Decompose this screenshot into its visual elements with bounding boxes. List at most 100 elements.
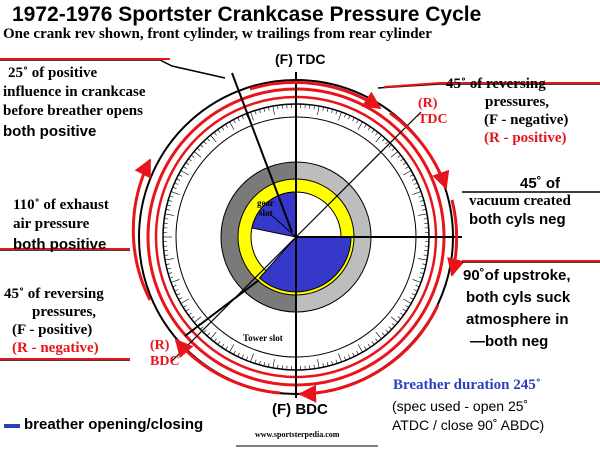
tower-slot-label: Tower slot [243, 333, 283, 343]
degree-tick [367, 343, 371, 348]
degree-tick [390, 151, 399, 158]
red-arrow-left [131, 158, 152, 301]
degree-tick [229, 344, 235, 353]
degree-tick [391, 147, 396, 151]
degree-tick [331, 109, 333, 114]
degree-tick [413, 182, 418, 185]
page-subtitle: One crank rev shown, front cylinder, w t… [3, 26, 432, 42]
lower-right-line3: atmosphere in [466, 311, 569, 328]
lower-right-line2: both cyls suck [466, 289, 571, 306]
degree-tick [322, 363, 324, 368]
degree-tick [326, 362, 329, 367]
f-bdc-label: (F) BDC [272, 401, 328, 418]
degree-tick [233, 350, 236, 355]
degree-tick [338, 353, 342, 363]
degree-tick [206, 137, 210, 142]
degree-tick [419, 200, 424, 202]
degree-tick [415, 285, 420, 288]
degree-tick [418, 213, 428, 216]
degree-tick [217, 341, 221, 345]
bottom-left-line1: 45˚ of reversing [4, 286, 104, 302]
degree-tick [418, 258, 428, 261]
degree-tick [388, 144, 392, 148]
legend-label: breather opening/closing [24, 416, 204, 433]
degree-tick [180, 298, 189, 304]
degree-tick [225, 346, 228, 350]
degree-tick [272, 359, 275, 369]
degree-tick [169, 195, 174, 198]
degree-tick [422, 209, 427, 211]
degree-tick [400, 312, 404, 316]
degree-tick [335, 359, 338, 364]
degree-tick [164, 254, 169, 256]
degree-tick [272, 105, 275, 115]
degree-tick [418, 195, 423, 198]
degree-tick [391, 323, 396, 327]
degree-tick [411, 178, 416, 181]
degree-tick [250, 111, 254, 121]
degree-tick [397, 316, 401, 320]
degree-tick [229, 121, 235, 130]
degree-tick [375, 338, 379, 342]
degree-tick [206, 332, 210, 337]
degree-tick [356, 119, 359, 124]
degree-tick [356, 350, 359, 355]
degree-tick [382, 332, 386, 337]
degree-tick [367, 126, 371, 131]
degree-tick [402, 162, 407, 166]
r-tdc-line [295, 111, 422, 238]
top-right-line4: (R - positive) [484, 130, 567, 146]
degree-tick [203, 141, 207, 145]
page-title: 1972-1976 Sportster Crankcase Pressure C… [12, 3, 482, 26]
breather-line1: (spec used - open 25˚ [392, 398, 529, 414]
degree-tick [352, 352, 355, 357]
degree-tick [193, 316, 202, 323]
degree-tick [241, 115, 244, 120]
degree-tick [245, 113, 248, 118]
degree-tick [403, 298, 412, 304]
website-credit: www.sportsterpedia.com [255, 430, 340, 439]
degree-tick [172, 186, 177, 189]
degree-tick [322, 106, 324, 111]
degree-tick [203, 329, 207, 333]
open-25-line [231, 72, 293, 233]
degree-tick [200, 144, 204, 148]
degree-tick [174, 182, 179, 185]
degree-tick [335, 110, 338, 115]
top-right-line3: (F - negative) [484, 112, 569, 128]
degree-tick [259, 109, 261, 114]
degree-tick [191, 316, 195, 320]
degree-tick [364, 124, 367, 128]
r-tdc-label-1: (R) [418, 96, 438, 111]
degree-tick [331, 360, 333, 365]
degree-tick [241, 354, 244, 359]
degree-tick [412, 279, 422, 283]
degree-tick [233, 119, 236, 124]
degree-tick [259, 360, 261, 365]
degree-tick [418, 276, 423, 279]
mid-right-line3: both cyls neg [469, 211, 566, 228]
degree-tick [263, 107, 266, 112]
red-arrow-right [447, 199, 465, 277]
degree-tick [213, 338, 217, 342]
degree-tick [348, 354, 351, 359]
r-bdc-label-2: BDC [150, 354, 180, 369]
degree-tick [164, 218, 169, 220]
degree-tick [188, 158, 192, 162]
degree-tick [385, 141, 389, 145]
degree-tick [164, 213, 174, 216]
top-left-line2: influence in crankcase [3, 84, 146, 100]
degree-tick [364, 346, 367, 350]
f-tdc-label: (F) TDC [275, 51, 326, 67]
degree-tick [168, 272, 173, 274]
degree-tick [371, 341, 375, 345]
degree-tick [245, 356, 248, 361]
degree-tick [164, 258, 174, 261]
degree-tick [254, 359, 257, 364]
degree-tick [172, 285, 177, 288]
degree-tick [188, 312, 192, 316]
degree-tick [405, 166, 409, 169]
red-arrow-bottom-left [174, 338, 281, 395]
degree-tick [397, 154, 401, 158]
mid-left-line3: both positive [13, 236, 107, 253]
